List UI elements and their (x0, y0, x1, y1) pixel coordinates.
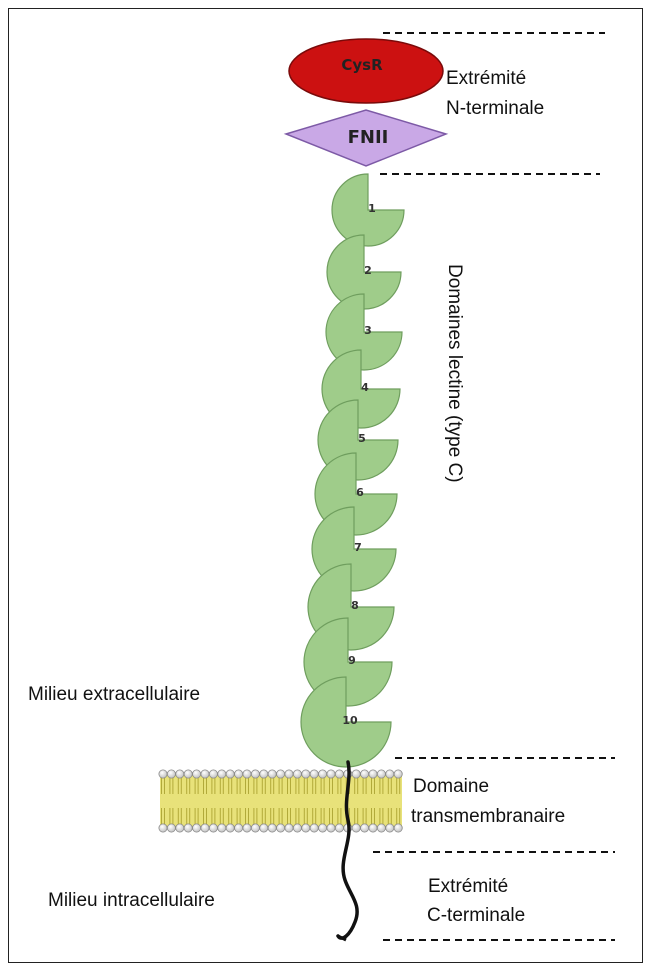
lectin-domain-number: 5 (358, 432, 366, 445)
lectin-domain-number: 2 (364, 264, 372, 277)
lipid-head (369, 824, 377, 832)
lipid-head (277, 770, 285, 778)
lipid-head (201, 770, 209, 778)
lipid-head (268, 824, 276, 832)
lipid-head (167, 770, 175, 778)
n-terminal-label-line2: N-terminale (446, 98, 544, 119)
transmembrane-label-line1: Domaine (413, 776, 489, 797)
lipid-head (218, 770, 226, 778)
lectin-domain-number: 8 (351, 599, 359, 612)
lipid-head (335, 770, 343, 778)
lipid-head (176, 824, 184, 832)
lectin-domain-number: 1 (368, 202, 376, 215)
lipid-head (226, 770, 234, 778)
lipid-head (167, 824, 175, 832)
extracellular-label: Milieu extracellulaire (28, 684, 200, 705)
lipid-head (277, 824, 285, 832)
lipid-head (251, 770, 259, 778)
cysr-label: CysR (341, 56, 383, 74)
lectin-domains-label: Domaines lectine (type C) (444, 264, 465, 483)
lipid-head (319, 770, 327, 778)
fnii-domain: FNII (286, 110, 446, 166)
lipid-head (218, 824, 226, 832)
lipid-head (193, 770, 201, 778)
lipid-head (335, 824, 343, 832)
lipid-head (176, 770, 184, 778)
lipid-head (268, 770, 276, 778)
lipid-head (251, 824, 259, 832)
lipid-head (302, 824, 310, 832)
n-terminal-label-line1: Extrémité (446, 68, 526, 89)
lipid-head (293, 824, 301, 832)
lipid-head (293, 770, 301, 778)
lectin-domain-number: 9 (348, 654, 356, 667)
lipid-head (209, 770, 217, 778)
lipid-head (352, 824, 360, 832)
lipid-head (394, 770, 402, 778)
c-terminal-label-line1: Extrémité (428, 876, 508, 897)
lipid-head (377, 770, 385, 778)
lectin-domain-number: 4 (361, 381, 369, 394)
lipid-head (209, 824, 217, 832)
lipid-head (260, 824, 268, 832)
lipid-head (193, 824, 201, 832)
lipid-head (319, 824, 327, 832)
lipid-head (201, 824, 209, 832)
cysr-domain: CysR (289, 39, 443, 103)
lipid-head (394, 824, 402, 832)
lipid-head (285, 770, 293, 778)
lipid-head (302, 770, 310, 778)
lectin-domain-stack: 1 2 3 4 5 6 7 8 9 10 (301, 174, 404, 767)
lectin-domain-number: 10 (342, 714, 358, 727)
lipid-head (184, 824, 192, 832)
lipid-head (369, 770, 377, 778)
lipid-head (327, 770, 335, 778)
fnii-label: FNII (348, 127, 389, 148)
lectin-domain-1: 1 (332, 174, 404, 246)
lipid-head (243, 824, 251, 832)
lipid-head (235, 824, 243, 832)
lipid-head (386, 770, 394, 778)
intracellular-label: Milieu intracellulaire (48, 890, 215, 911)
lipid-head (243, 770, 251, 778)
lipid-head (159, 824, 167, 832)
lipid-head (352, 770, 360, 778)
lipid-head (310, 824, 318, 832)
lipid-head (310, 770, 318, 778)
lectin-domain-number: 6 (356, 486, 364, 499)
lipid-head (260, 770, 268, 778)
lipid-head (184, 770, 192, 778)
lipid-head (327, 824, 335, 832)
lipid-head (285, 824, 293, 832)
lipid-head (361, 770, 369, 778)
dashed-separators (373, 33, 615, 940)
c-terminal-label-line2: C-terminale (427, 905, 525, 926)
lipid-bilayer (159, 770, 402, 832)
lipid-head (361, 824, 369, 832)
lipid-head (159, 770, 167, 778)
lipid-head (235, 770, 243, 778)
lipid-head (226, 824, 234, 832)
lipid-head (377, 824, 385, 832)
transmembrane-label-line2: transmembranaire (411, 806, 565, 827)
lectin-domain-number: 3 (364, 324, 372, 337)
lectin-domain-number: 7 (354, 541, 362, 554)
lipid-head (386, 824, 394, 832)
